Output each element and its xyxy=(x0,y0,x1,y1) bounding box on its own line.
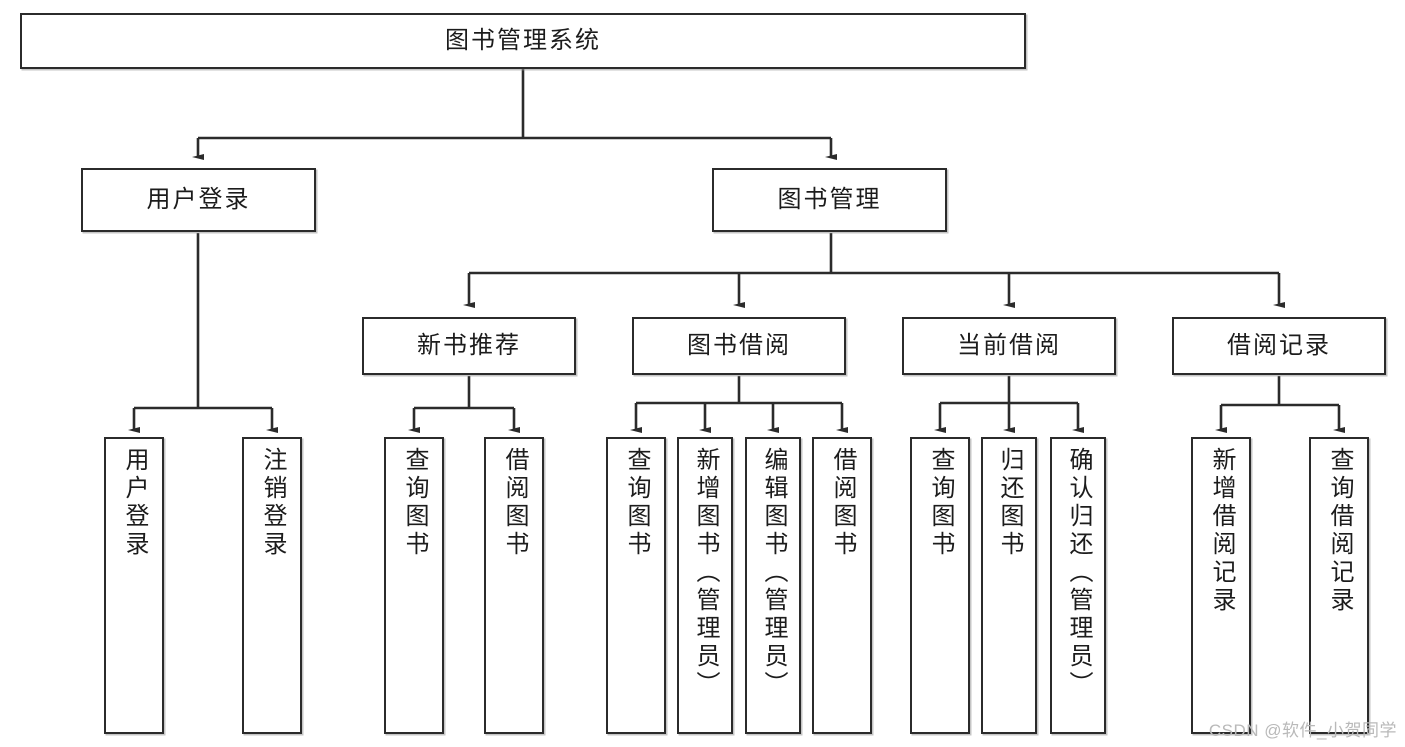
node-current-borrow-label: 当前借阅 xyxy=(957,332,1061,359)
node-leaf-query-book-1[interactable]: 查询图书 xyxy=(384,437,444,734)
node-leaf-add-book[interactable]: 新增图书（管理员） xyxy=(677,437,733,734)
node-current-borrow[interactable]: 当前借阅 xyxy=(902,317,1116,375)
node-book-manage-label: 图书管理 xyxy=(777,186,882,213)
node-borrow-record[interactable]: 借阅记录 xyxy=(1172,317,1386,375)
node-leaf-confirm-return-label: 确认归还（管理员） xyxy=(1065,447,1092,699)
node-root-label: 图书管理系统 xyxy=(445,27,601,54)
node-borrow-record-label: 借阅记录 xyxy=(1227,332,1331,359)
node-book-manage[interactable]: 图书管理 xyxy=(712,168,947,232)
node-leaf-edit-book[interactable]: 编辑图书（管理员） xyxy=(745,437,801,734)
node-leaf-edit-book-label: 编辑图书（管理员） xyxy=(760,447,787,699)
node-leaf-confirm-return[interactable]: 确认归还（管理员） xyxy=(1050,437,1106,734)
node-leaf-borrow-book-1[interactable]: 借阅图书 xyxy=(484,437,544,734)
node-leaf-query-book-2-label: 查询图书 xyxy=(623,447,650,559)
node-leaf-logout-login[interactable]: 注销登录 xyxy=(242,437,302,734)
node-user-login-label: 用户登录 xyxy=(146,186,251,213)
node-user-login[interactable]: 用户登录 xyxy=(81,168,316,232)
node-root[interactable]: 图书管理系统 xyxy=(20,13,1026,69)
node-new-book-recommend[interactable]: 新书推荐 xyxy=(362,317,576,375)
node-leaf-query-book-3-label: 查询图书 xyxy=(927,447,954,559)
node-leaf-query-record-label: 查询借阅记录 xyxy=(1326,447,1353,615)
node-leaf-borrow-book-2-label: 借阅图书 xyxy=(829,447,856,559)
node-new-book-recommend-label: 新书推荐 xyxy=(417,332,521,359)
node-leaf-add-record[interactable]: 新增借阅记录 xyxy=(1191,437,1251,734)
node-leaf-add-book-label: 新增图书（管理员） xyxy=(692,447,719,699)
node-leaf-query-record[interactable]: 查询借阅记录 xyxy=(1309,437,1369,734)
node-leaf-query-book-2[interactable]: 查询图书 xyxy=(606,437,666,734)
node-leaf-query-book-1-label: 查询图书 xyxy=(401,447,428,559)
node-leaf-borrow-book-1-label: 借阅图书 xyxy=(501,447,528,559)
node-leaf-user-login-label: 用户登录 xyxy=(121,447,148,559)
node-book-borrow[interactable]: 图书借阅 xyxy=(632,317,846,375)
node-book-borrow-label: 图书借阅 xyxy=(687,332,791,359)
node-leaf-query-book-3[interactable]: 查询图书 xyxy=(910,437,970,734)
node-leaf-add-record-label: 新增借阅记录 xyxy=(1208,447,1235,615)
node-leaf-return-book-label: 归还图书 xyxy=(996,447,1023,559)
node-leaf-return-book[interactable]: 归还图书 xyxy=(981,437,1037,734)
node-leaf-logout-login-label: 注销登录 xyxy=(259,447,286,559)
node-leaf-borrow-book-2[interactable]: 借阅图书 xyxy=(812,437,872,734)
node-leaf-user-login[interactable]: 用户登录 xyxy=(104,437,164,734)
